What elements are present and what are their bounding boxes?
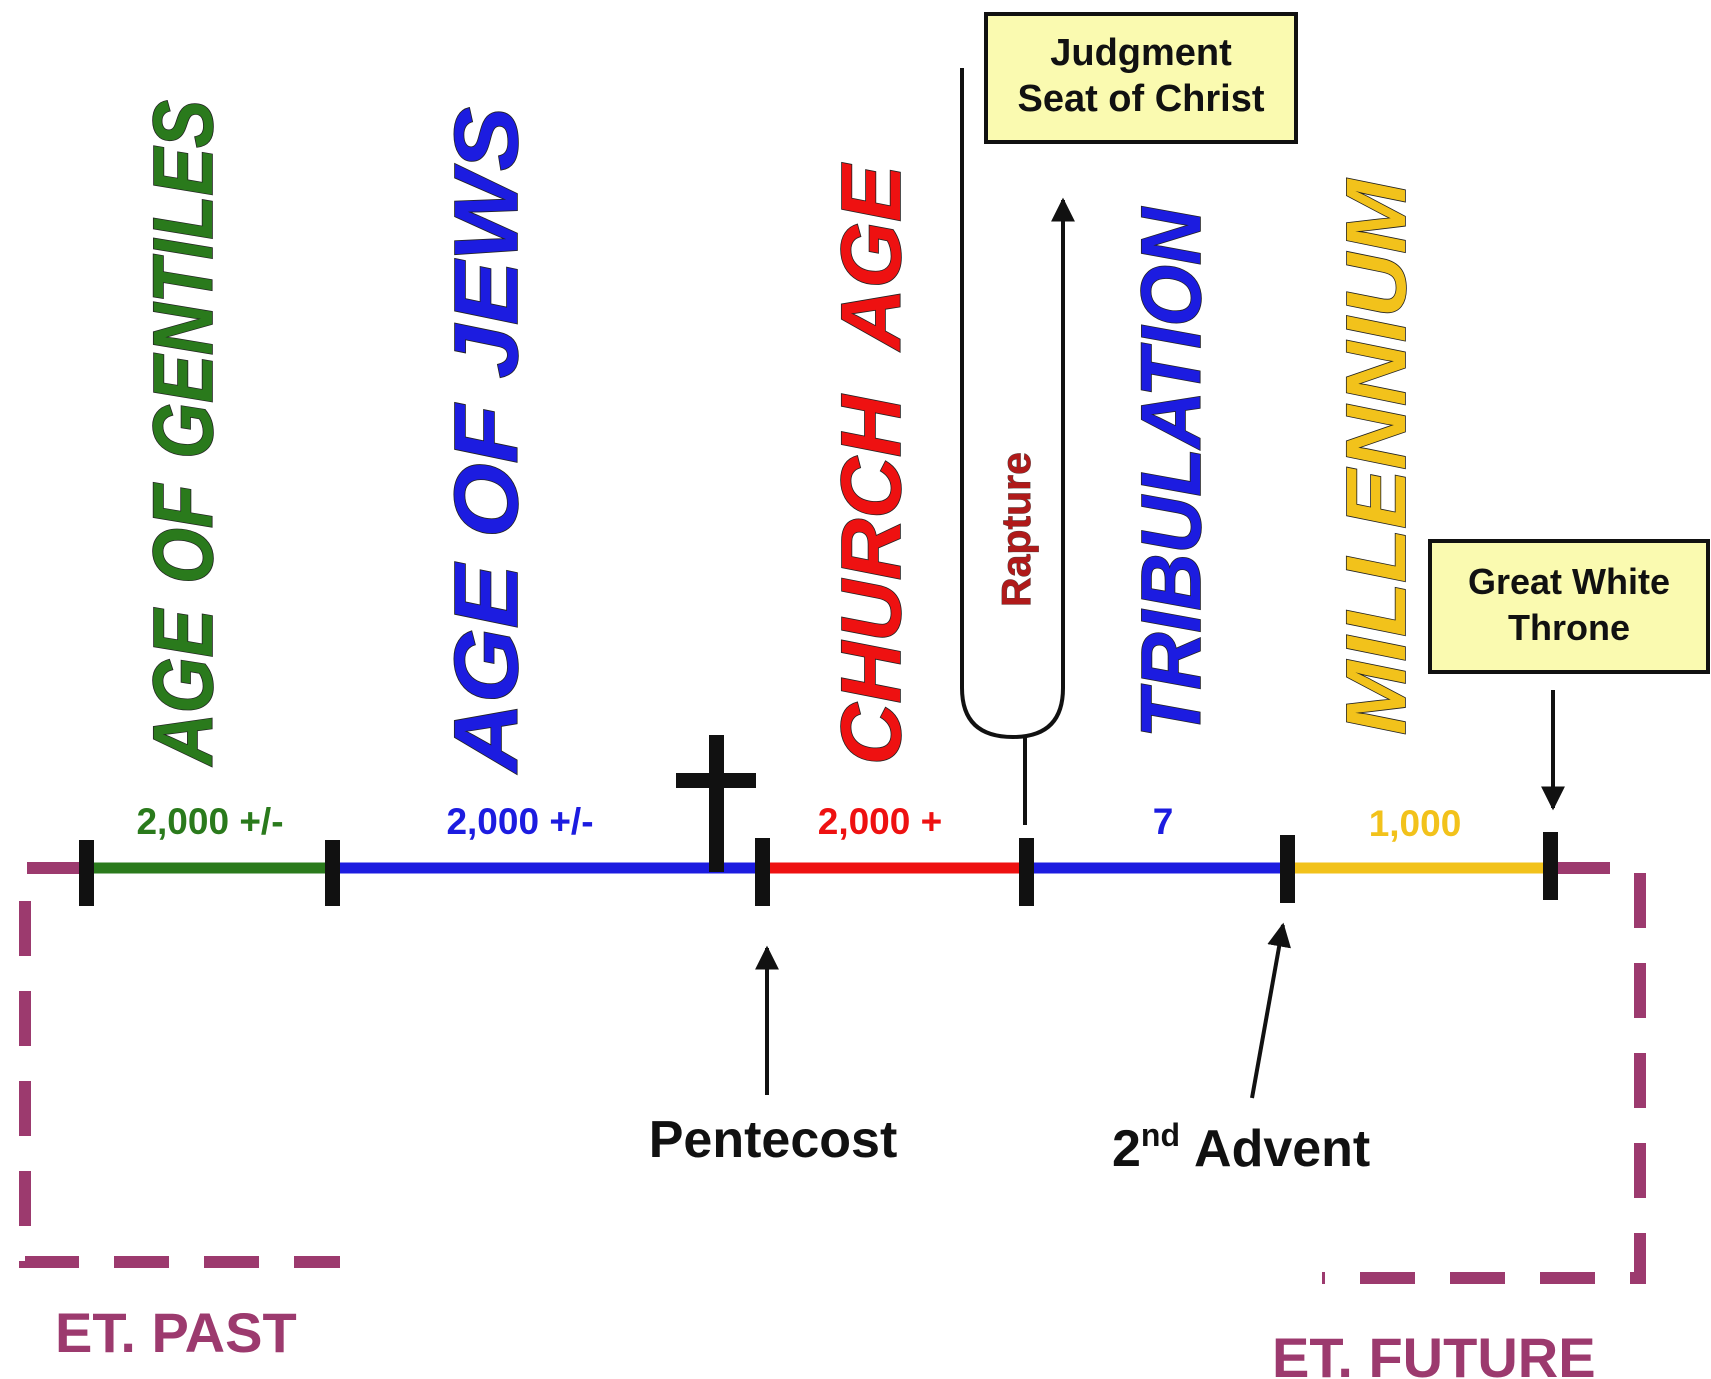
second-advent-word: Advent bbox=[1194, 1120, 1370, 1178]
title-word: AGE bbox=[437, 561, 537, 774]
rapture-loop bbox=[960, 68, 1075, 825]
title-word: CHURCH bbox=[824, 393, 918, 765]
judgment-seat-line2: Seat of Christ bbox=[1017, 78, 1264, 120]
svg-text:Rapture: Rapture bbox=[993, 452, 1039, 607]
svg-text:TRIBULATION: TRIBULATION bbox=[1124, 206, 1218, 738]
rapture-label: Rapture bbox=[993, 452, 1040, 608]
duration-millennium: 1,000 bbox=[1369, 803, 1462, 844]
eternity-past-label: ET. PAST bbox=[55, 1301, 297, 1364]
svg-text:MILLENNIUM: MILLENNIUM bbox=[1329, 178, 1423, 735]
tick bbox=[1543, 832, 1558, 900]
title-word: AGE bbox=[824, 162, 918, 352]
tick bbox=[79, 840, 94, 906]
svg-text:CHURCHAGE: CHURCH AGE bbox=[824, 162, 918, 765]
second-advent-number: 2 bbox=[1112, 1120, 1141, 1178]
great-white-throne-line2: Throne bbox=[1508, 607, 1630, 648]
duration-gentiles: 2,000 +/- bbox=[136, 801, 283, 842]
judgment-seat-line1: Judgment bbox=[1050, 32, 1232, 74]
title-word: JEWS bbox=[437, 107, 537, 378]
duration-jews: 2,000 +/- bbox=[446, 801, 593, 842]
eternity-past-frame bbox=[19, 862, 340, 1268]
second-advent-arrow bbox=[1250, 922, 1292, 1099]
title-tribulation: TRIBULATION bbox=[1123, 205, 1219, 739]
cross-icon bbox=[676, 735, 756, 872]
title-word: GENTILES bbox=[136, 100, 230, 459]
tick bbox=[755, 838, 770, 906]
second-advent-label: 2nd Advent bbox=[1112, 1117, 1370, 1178]
title-church-age: CHURCH AGE bbox=[823, 161, 919, 766]
tick bbox=[1280, 835, 1295, 903]
great-white-throne-box bbox=[1428, 539, 1710, 674]
svg-text:AGEOFGENTILES: AGE OF GENTILES bbox=[136, 100, 230, 767]
tick bbox=[325, 840, 340, 906]
eternity-future-label: ET. FUTURE bbox=[1272, 1326, 1596, 1379]
timeline-ticks bbox=[79, 832, 1558, 906]
judgment-seat-box bbox=[984, 12, 1298, 144]
tick bbox=[1019, 838, 1034, 906]
pentecost-label: Pentecost bbox=[649, 1111, 898, 1169]
second-advent-suffix: nd bbox=[1141, 1117, 1180, 1153]
duration-church: 2,000 + bbox=[818, 801, 942, 842]
title-word: OF bbox=[136, 482, 230, 584]
duration-tribulation: 7 bbox=[1153, 801, 1174, 842]
title-age-of-gentiles: AGE OF GENTILES bbox=[135, 99, 231, 767]
great-white-throne-line1: Great White bbox=[1468, 561, 1670, 602]
title-word: OF bbox=[437, 403, 537, 538]
title-millennium: MILLENNIUM bbox=[1328, 177, 1424, 736]
svg-text:AGEOFJEWS: AGE OF JEWS bbox=[437, 107, 537, 774]
title-word: AGE bbox=[136, 607, 230, 767]
title-age-of-jews: AGE OF JEWS bbox=[436, 106, 538, 775]
eternity-future-frame bbox=[1322, 862, 1646, 1284]
